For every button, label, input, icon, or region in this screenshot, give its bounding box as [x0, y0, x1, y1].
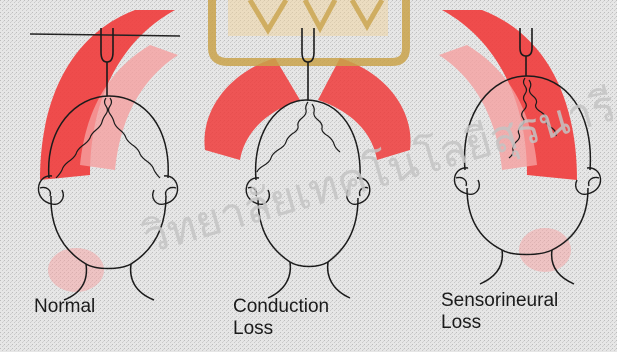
- caption-normal: Normal: [34, 296, 95, 318]
- caption-sensorineural-loss: Sensorineural Loss: [441, 290, 558, 334]
- caption-conduction-loss: Conduction Loss: [233, 296, 329, 340]
